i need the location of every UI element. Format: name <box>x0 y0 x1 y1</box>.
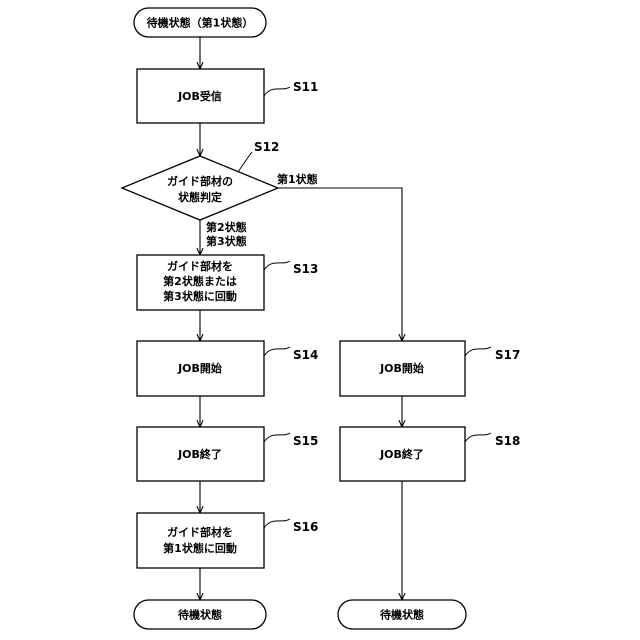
s18-label: JOB終了 <box>379 447 424 461</box>
process-s11: JOB受信 S11 <box>137 69 318 123</box>
step-label-s16: S16 <box>293 520 318 534</box>
step-label-s17: S17 <box>495 348 520 362</box>
s17-label: JOB開始 <box>379 361 424 375</box>
step-label-s11: S11 <box>293 80 318 94</box>
start-terminator: 待機状態（第1状態） <box>134 8 266 37</box>
s13-label-line2: 第2状態または <box>163 274 237 288</box>
step-label-s14: S14 <box>293 348 318 362</box>
branch-label-down-2: 第3状態 <box>206 234 247 248</box>
step-label-s12: S12 <box>254 140 279 154</box>
s16-label-line1: ガイド部材を <box>167 525 233 539</box>
end-right-label: 待機状態 <box>379 608 424 622</box>
end-left-label: 待機状態 <box>177 608 222 622</box>
process-s15: JOB終了 S15 <box>137 427 318 481</box>
s11-label: JOB受信 <box>177 89 222 103</box>
s14-label: JOB開始 <box>177 361 222 375</box>
end-terminator-right: 待機状態 <box>338 600 466 629</box>
branch-label-down-1: 第2状態 <box>206 220 247 234</box>
end-terminator-left: 待機状態 <box>134 600 266 629</box>
process-s14: JOB開始 S14 <box>137 341 318 396</box>
decision-s12: ガイド部材の 状態判定 S12 <box>122 140 279 220</box>
s12-label-line2: 状態判定 <box>178 190 222 204</box>
s16-label-line2: 第1状態に回動 <box>163 541 237 555</box>
step-label-s18: S18 <box>495 434 520 448</box>
process-s13: ガイド部材を 第2状態または 第3状態に回動 S13 <box>137 255 318 310</box>
process-s17: JOB開始 S17 <box>340 341 520 396</box>
s15-label: JOB終了 <box>177 447 222 461</box>
step-label-s13: S13 <box>293 262 318 276</box>
s13-label-line3: 第3状態に回動 <box>163 289 237 303</box>
branch-label-right: 第1状態 <box>277 172 318 186</box>
process-s16: ガイド部材を 第1状態に回動 S16 <box>137 513 318 568</box>
process-s18: JOB終了 S18 <box>340 427 520 481</box>
s13-label-line1: ガイド部材を <box>167 259 233 273</box>
start-label: 待機状態（第1状態） <box>146 16 254 30</box>
step-label-s15: S15 <box>293 434 318 448</box>
s12-label-line1: ガイド部材の <box>167 174 233 188</box>
